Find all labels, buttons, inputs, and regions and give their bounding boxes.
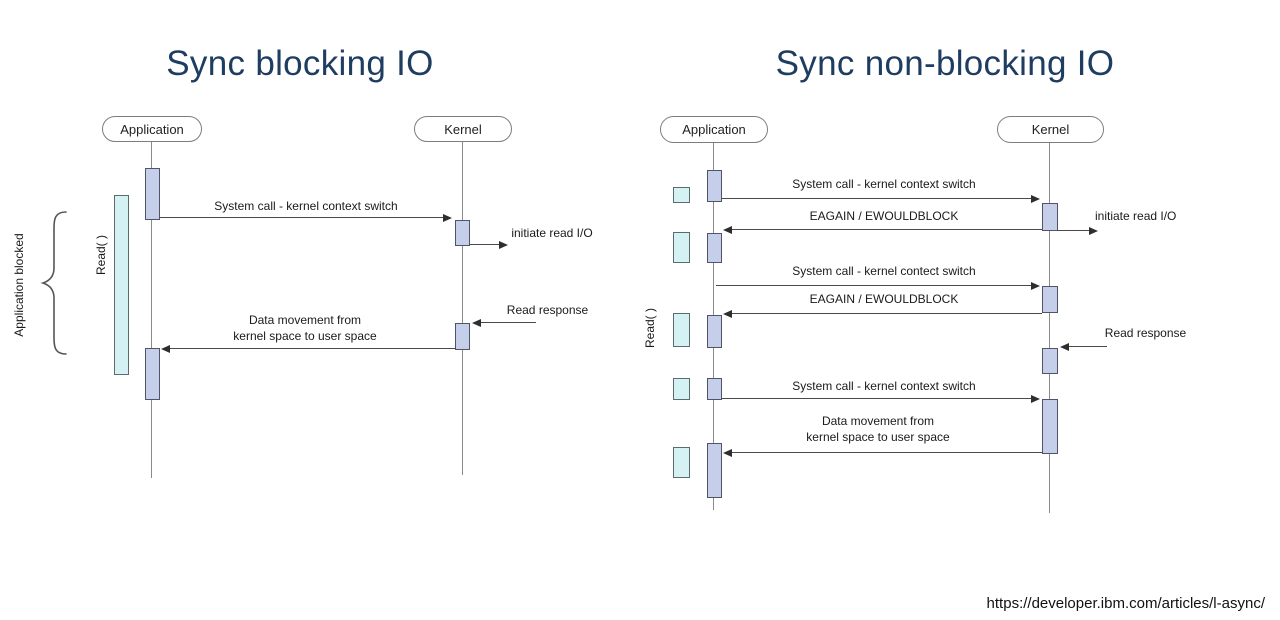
right-initiate-read-line	[1058, 230, 1089, 231]
right-msg-eagain1-label: EAGAIN / EWOULDBLOCK	[809, 209, 959, 223]
right-msg-syscall1-arrowhead-icon	[1031, 195, 1040, 203]
application-blocked-bracket	[40, 211, 67, 355]
left-read-block-bar	[114, 195, 129, 375]
right-app-activation-1	[707, 170, 722, 202]
left-application-actor: Application	[102, 116, 202, 142]
left-read-response-line	[481, 322, 536, 323]
right-msg-eagain2-line	[732, 313, 1042, 314]
right-initiate-read-arrowhead-icon	[1089, 227, 1098, 235]
left-data-movement-label: Data movement from kernel space to user …	[233, 313, 377, 343]
right-data-movement-line	[732, 452, 1042, 453]
left-read-response-label: Read response	[506, 303, 589, 317]
left-read-label: Read( )	[94, 235, 108, 276]
right-app-activation-3	[707, 315, 722, 348]
left-app-activation-2	[145, 348, 160, 400]
right-kernel-actor: Kernel	[997, 116, 1104, 143]
right-read-block-3	[673, 313, 690, 347]
left-data-movement-line	[170, 348, 456, 349]
left-diagram-title: Sync blocking IO	[166, 44, 434, 83]
right-msg-syscall3-line	[722, 398, 1031, 399]
right-msg-syscall2-label: System call - kernel contect switch	[792, 264, 976, 278]
left-read-response-arrowhead-icon	[472, 319, 481, 327]
right-msg-syscall3-arrowhead-icon	[1031, 395, 1040, 403]
right-msg-syscall3-label: System call - kernel context switch	[792, 379, 976, 393]
left-kernel-actor-label: Kernel	[444, 121, 482, 137]
right-read-block-4	[673, 378, 690, 400]
left-kernel-activation-2	[455, 323, 470, 350]
left-data-movement-arrowhead-icon	[161, 345, 170, 353]
right-kernel-activation-3	[1042, 348, 1058, 374]
left-initiate-read-line	[470, 244, 499, 245]
left-application-actor-label: Application	[120, 121, 184, 137]
right-read-block-1	[673, 187, 690, 203]
right-read-block-2	[673, 232, 690, 263]
left-app-activation-1	[145, 168, 160, 220]
right-msg-syscall2-arrowhead-icon	[1031, 282, 1040, 290]
left-kernel-activation-1	[455, 220, 470, 246]
right-kernel-activation-4	[1042, 399, 1058, 454]
left-initiate-read-label: initiate read I/O	[511, 226, 593, 240]
right-msg-syscall1-line	[722, 198, 1031, 199]
right-app-activation-4	[707, 378, 722, 400]
left-initiate-read-arrowhead-icon	[499, 241, 508, 249]
left-msg-syscall-line	[160, 217, 443, 218]
right-msg-syscall2-line	[716, 285, 1031, 286]
right-msg-eagain2-label: EAGAIN / EWOULDBLOCK	[809, 292, 959, 306]
right-msg-syscall1-label: System call - kernel context switch	[792, 177, 976, 191]
right-read-label: Read( )	[643, 308, 657, 349]
right-kernel-activation-1	[1042, 203, 1058, 231]
right-read-response-label: Read response	[1104, 326, 1187, 340]
right-data-movement-arrowhead-icon	[723, 449, 732, 457]
right-data-movement-label: Data movement from kernel space to user …	[806, 414, 950, 444]
left-msg-syscall-arrowhead-icon	[443, 214, 452, 222]
right-msg-eagain1-arrowhead-icon	[723, 226, 732, 234]
source-url: https://developer.ibm.com/articles/l-asy…	[986, 595, 1265, 612]
right-read-block-5	[673, 447, 690, 478]
right-read-response-line	[1069, 346, 1107, 347]
right-kernel-lifeline	[1049, 143, 1050, 513]
right-initiate-read-label: initiate read I/O	[1095, 209, 1177, 223]
right-diagram-title: Sync non-blocking IO	[775, 44, 1115, 83]
left-application-lifeline	[151, 142, 152, 478]
application-blocked-label: Application blocked	[12, 233, 26, 337]
right-kernel-activation-2	[1042, 286, 1058, 313]
left-kernel-lifeline	[462, 142, 463, 475]
right-msg-eagain1-line	[732, 229, 1042, 230]
right-kernel-actor-label: Kernel	[1031, 122, 1070, 137]
right-app-activation-2	[707, 233, 722, 263]
right-app-activation-5	[707, 443, 722, 498]
right-read-response-arrowhead-icon	[1060, 343, 1069, 351]
left-msg-syscall-label: System call - kernel context switch	[214, 199, 398, 213]
right-application-actor-label: Application	[682, 122, 746, 137]
left-kernel-actor: Kernel	[414, 116, 512, 142]
right-msg-eagain2-arrowhead-icon	[723, 310, 732, 318]
right-application-actor: Application	[660, 116, 768, 143]
